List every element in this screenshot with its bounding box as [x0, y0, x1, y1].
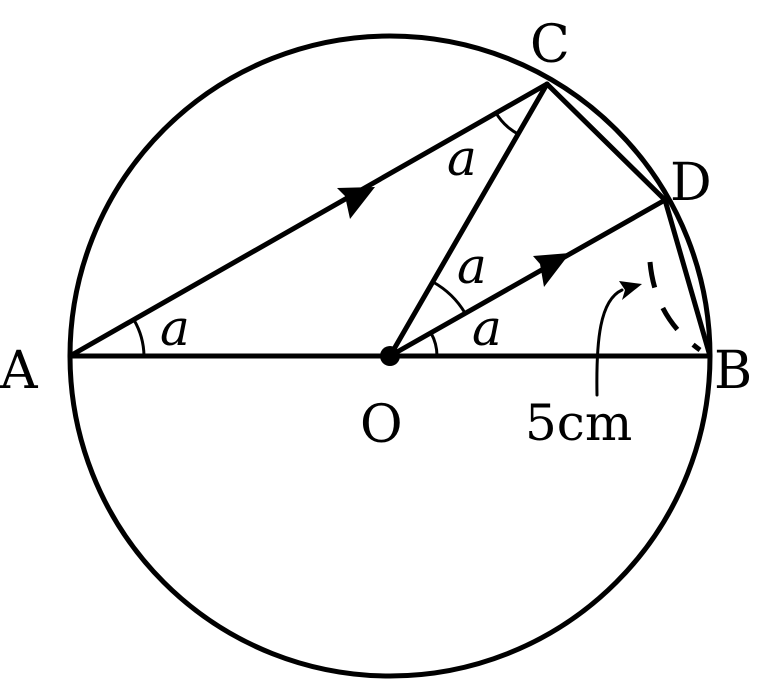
measurement-pointer-head	[619, 281, 642, 300]
angle-arc-C	[494, 111, 520, 136]
angle-label-A: a	[160, 299, 190, 357]
angle-arc-A	[132, 318, 146, 358]
angle-label-C: a	[447, 129, 477, 187]
label-D: D	[670, 153, 712, 213]
label-A: A	[0, 341, 39, 401]
label-C: C	[530, 15, 570, 75]
chord-CD	[544, 81, 668, 203]
parallel-arrow-AC	[337, 187, 375, 219]
angle-arc-O-upper	[431, 280, 467, 315]
label-O: O	[360, 395, 403, 455]
measurement-pointer	[595, 288, 624, 397]
chord-AC	[67, 81, 550, 359]
angle-label-O-upper: a	[457, 237, 487, 295]
angle-label-O-lower: a	[472, 299, 502, 357]
radius-measurement-label: 5cm	[525, 394, 632, 452]
chord-DB	[662, 197, 713, 359]
radius-OD	[387, 197, 668, 359]
angle-arc-O-lower	[429, 331, 439, 358]
center-point-O	[380, 346, 400, 366]
dashed-arc	[647, 261, 702, 353]
label-B: B	[714, 341, 752, 401]
radius-OC	[387, 81, 550, 359]
parallel-arrow-OD	[533, 253, 570, 287]
